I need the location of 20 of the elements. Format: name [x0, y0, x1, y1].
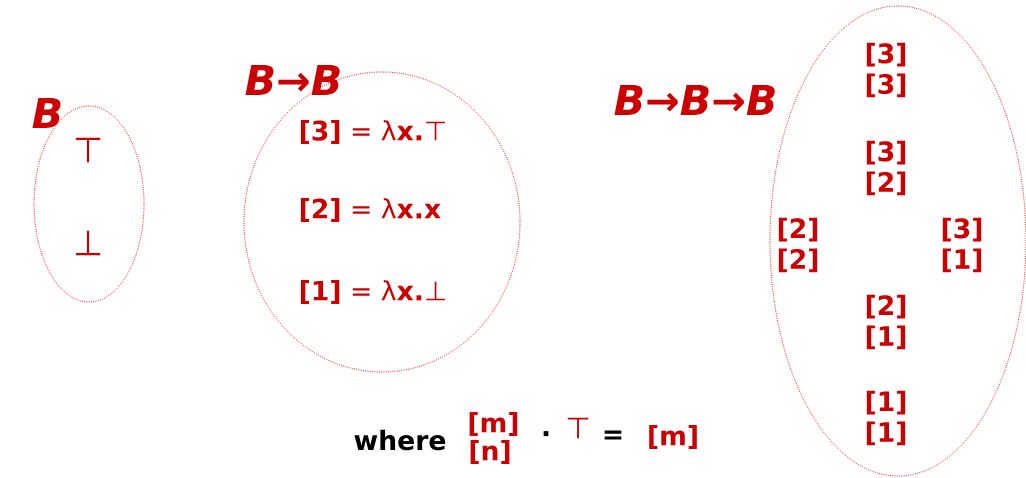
formula-text: · — [543, 431, 549, 437]
formula-text: where — [354, 429, 446, 451]
number-pair: [3] [1] — [942, 217, 982, 273]
equation-text: [3] = λx.⊤ — [300, 120, 445, 144]
set-heading: B→B — [245, 64, 340, 96]
number-pair: [2] [2] — [778, 217, 818, 273]
equation-text: [1] = λx.⊥ — [300, 280, 445, 304]
number-pair: [3] [3] — [866, 42, 906, 98]
set-heading: B→B→B — [614, 84, 775, 116]
formula-text: [m] [n] — [469, 412, 518, 464]
number-pair: [2] [1] — [866, 294, 906, 350]
equation-text: [2] = λx.x — [300, 198, 441, 222]
set-heading: B — [32, 97, 61, 129]
symbol-text: ⊥ — [75, 230, 101, 256]
number-pair: [3] [2] — [866, 140, 906, 196]
symbol-text: ⊤ — [75, 137, 101, 163]
formula-text: [m] — [649, 425, 697, 449]
number-pair: [1] [1] — [866, 390, 906, 446]
formula-text: = — [604, 430, 622, 440]
formula-text: ⊤ — [567, 417, 589, 439]
